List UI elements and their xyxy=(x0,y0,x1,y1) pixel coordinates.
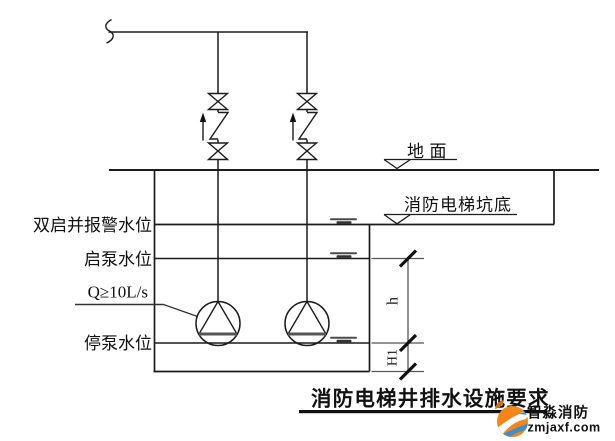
alarm-level-label: 双启并报警水位 xyxy=(33,216,152,235)
watermark-brand-text: 智淼消防 xyxy=(527,404,589,422)
gate-valve-icon xyxy=(295,142,319,161)
check-valve-icon xyxy=(208,111,230,140)
pipe-break-icon xyxy=(105,18,114,44)
pump-icon xyxy=(284,300,330,347)
level-marker-icon xyxy=(383,158,411,170)
gate-valve-icon xyxy=(206,142,230,161)
ground-label: 地面 xyxy=(407,142,452,161)
watermark: 智淼消防 zmjaxf.com xyxy=(495,400,601,437)
level-marker-icon xyxy=(383,213,411,225)
pump-stop-level-label: 停泵水位 xyxy=(84,334,152,353)
water-surface-icon xyxy=(330,336,357,343)
pit-bottom-callout: 消防电梯坑底 xyxy=(383,196,517,225)
flow-rate-leader xyxy=(75,303,198,318)
flow-arrow-icon xyxy=(289,112,297,141)
gate-valve-icon xyxy=(295,92,319,111)
title-underline xyxy=(299,410,547,414)
dimension-lines xyxy=(371,257,424,373)
gate-valve-icon xyxy=(206,92,230,111)
flow-rate-label: Q≥10L/s xyxy=(88,283,148,302)
flow-arrow-icon xyxy=(199,112,207,141)
pit-structure xyxy=(109,169,599,373)
brand-logo-icon xyxy=(495,400,528,437)
water-surface-icon xyxy=(330,252,357,258)
pit-bottom-label: 消防电梯坑底 xyxy=(404,196,512,215)
dimension-group: h H1 xyxy=(371,249,424,381)
dimension-tick-icons xyxy=(398,249,418,381)
ground-level-callout: 地面 xyxy=(383,142,457,170)
check-valve-icon xyxy=(297,111,319,140)
water-surface-icons xyxy=(330,218,357,343)
valve-assembly-1 xyxy=(199,92,230,161)
dim-h1-label: H1 xyxy=(386,349,401,366)
pump-start-level-label: 启泵水位 xyxy=(84,250,152,269)
dim-h-label: h xyxy=(385,297,402,305)
water-surface-icon xyxy=(330,218,357,224)
pump-icon xyxy=(195,300,241,347)
discharge-piping xyxy=(105,18,308,302)
watermark-site-text: zmjaxf.com xyxy=(528,421,601,435)
valve-assembly-2 xyxy=(289,92,319,161)
